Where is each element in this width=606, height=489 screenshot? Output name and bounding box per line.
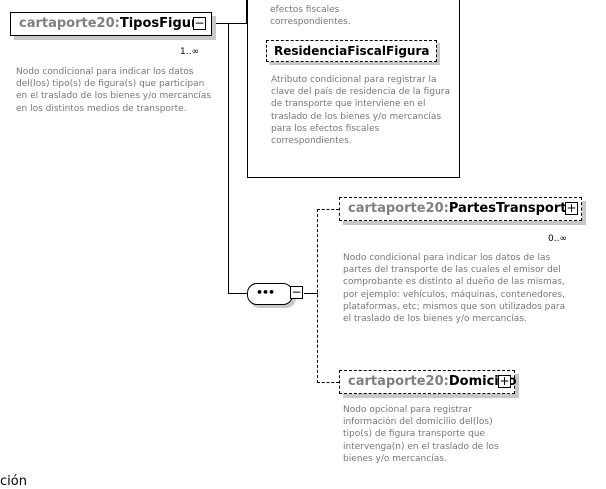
connector-seq-out [304, 293, 318, 294]
connector-tipos-to-attrs [212, 23, 247, 24]
element-prefix: cartaporte20: [348, 374, 449, 389]
footer-partial-text: ción [0, 474, 27, 489]
expand-icon[interactable]: + [498, 374, 511, 388]
element-name: TiposFigura [119, 16, 207, 31]
tipos-figura-description: Nodo condicional para indicar los datos … [16, 67, 212, 114]
attribute-description: Atributo condicional para registrar la c… [271, 75, 450, 147]
connector-to-domicilio [317, 382, 339, 383]
cardinality-tipos-figura: 1..∞ [180, 47, 199, 57]
element-partes-transporte[interactable]: cartaporte20:PartesTransporte + [339, 197, 582, 221]
element-prefix: cartaporte20: [19, 16, 120, 31]
sequence-icon: ••• [256, 286, 275, 299]
element-name: PartesTransporte [448, 201, 576, 216]
connector-tipos-down [228, 23, 229, 293]
collapse-icon[interactable]: − [193, 16, 206, 30]
element-domicilio[interactable]: cartaporte20:Domicilio + [339, 370, 517, 394]
sequence-compositor[interactable]: ••• [247, 283, 293, 305]
sequence-collapse-icon[interactable]: − [290, 285, 303, 299]
attribute-name: ResidenciaFiscalFigura [274, 44, 430, 58]
partes-transporte-description: Nodo condicional para indicar los datos … [343, 253, 566, 325]
connector-to-partes [317, 209, 339, 210]
domicilio-description: Nodo opcional para registrar información… [343, 405, 499, 464]
attribute-residencia-fiscal-figura[interactable]: ResidenciaFiscalFigura [266, 40, 438, 62]
element-tipos-figura[interactable]: cartaporte20:TiposFigura − [10, 12, 212, 36]
expand-icon[interactable]: + [565, 201, 578, 215]
connector-attrs-vertical [246, 0, 247, 24]
element-prefix: cartaporte20: [348, 201, 449, 216]
connector-to-sequence [228, 293, 248, 294]
attributes-panel [247, 0, 460, 178]
cardinality-partes-transporte: 0..∞ [548, 234, 567, 244]
connector-children-vertical [317, 209, 318, 383]
attributes-top-text: efectos fiscales correspondientes. [270, 5, 351, 28]
